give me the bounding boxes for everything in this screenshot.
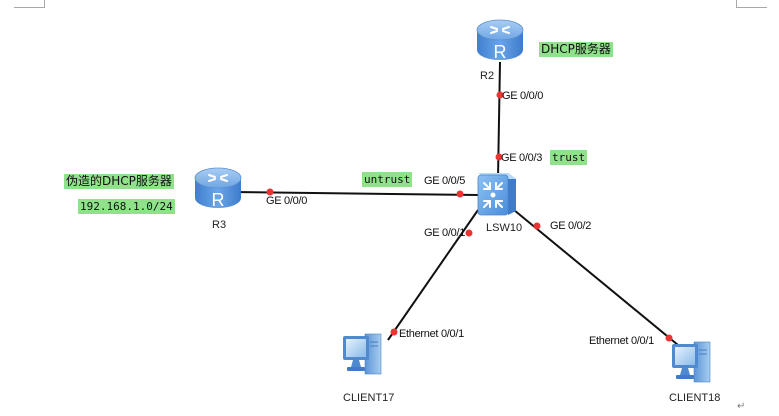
- svg-text:R: R: [494, 42, 507, 62]
- svg-text:R: R: [212, 190, 225, 210]
- router-icon: R: [194, 167, 242, 210]
- port-dot-r3-ge000: [266, 188, 274, 196]
- port-label-lsw-ge002: GE 0/0/2: [550, 220, 592, 232]
- router-r3[interactable]: R: [194, 167, 242, 210]
- pc-icon: [672, 341, 711, 383]
- port-label-r2-ge000: GE 0/0/0: [502, 90, 544, 102]
- node-label-lsw10: LSW10: [486, 222, 523, 234]
- port-label-r3-ge000: GE 0/0/0: [266, 195, 308, 207]
- pc-icon: [343, 333, 382, 375]
- node-label-r2: R2: [480, 70, 495, 82]
- node-label-client18: CLIENT18: [669, 392, 721, 404]
- port-label-c18-eth: Ethernet 0/0/1: [589, 335, 654, 347]
- port-label-lsw-ge005: GE 0/0/5: [424, 175, 466, 187]
- port-label-c17-eth: Ethernet 0/0/1: [399, 328, 464, 340]
- link-lsw10-client18[interactable]: [513, 209, 679, 346]
- port-label-lsw-ge001: GE 0/0/1: [424, 227, 466, 239]
- port-label-lsw-ge003: GE 0/0/3: [501, 152, 543, 164]
- node-label-r3: R3: [212, 219, 227, 231]
- annotation-dhcp-server: DHCP服务器: [539, 42, 613, 57]
- switch-icon: [477, 173, 516, 216]
- port-dot-c17-eth: [390, 328, 398, 336]
- port-dot-c18-eth: [665, 334, 673, 342]
- page-margin-mark-right: [736, 0, 767, 8]
- tag-untrust: untrust: [362, 172, 413, 187]
- router-r2[interactable]: R: [476, 19, 524, 62]
- port-dot-r2-ge000: [496, 91, 504, 99]
- annotation-fake-dhcp-server: 伪造的DHCP服务器: [64, 174, 174, 189]
- port-dot-lsw-ge003: [495, 153, 503, 161]
- pc-client18[interactable]: [672, 341, 711, 383]
- port-dots: [266, 91, 673, 342]
- port-dot-lsw-ge001: [465, 229, 473, 237]
- page-margin-mark-left: [14, 0, 45, 8]
- router-icon: R: [476, 19, 524, 62]
- port-dot-lsw-ge002: [533, 222, 541, 230]
- node-label-client17: CLIENT17: [343, 392, 395, 404]
- port-dot-lsw-ge005: [456, 190, 464, 198]
- link-r2-lsw10[interactable]: [497, 61, 501, 179]
- annotation-subnet: 192.168.1.0/24: [78, 199, 175, 214]
- link-lsw10-client17[interactable]: [387, 209, 479, 341]
- switch-lsw10[interactable]: [477, 173, 516, 216]
- pc-client17[interactable]: [343, 333, 382, 375]
- paragraph-mark: ↵: [737, 401, 746, 412]
- tag-trust: trust: [550, 150, 588, 165]
